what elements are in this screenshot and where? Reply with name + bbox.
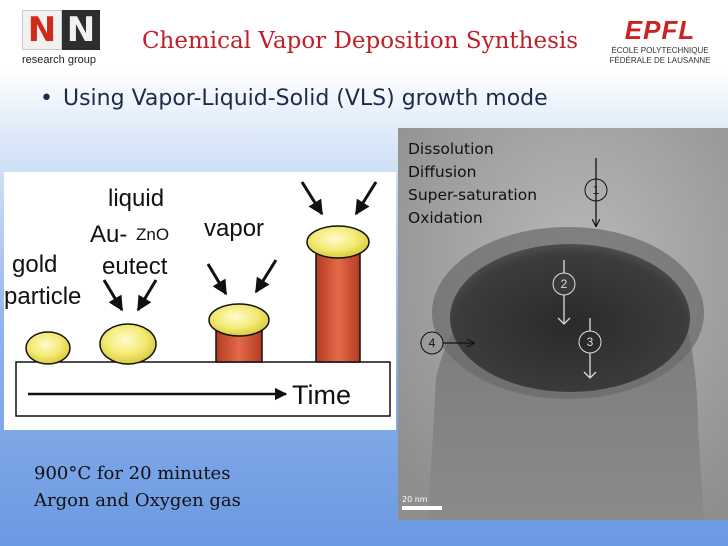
label-particle: particle xyxy=(4,283,81,310)
vapor-arrow-3 xyxy=(206,263,228,296)
marker-4: 4 xyxy=(429,336,436,350)
bullet-point: • Using Vapor-Liquid-Solid (VLS) growth m… xyxy=(40,86,548,111)
slide-title: Chemical Vapor Deposition Synthesis xyxy=(141,28,579,54)
label-au: Au- xyxy=(90,221,127,248)
eutectic-droplet xyxy=(99,323,157,365)
epfl-logo: EPFL ÉCOLE POLYTECHNIQUE FÉDÉRALE DE LAU… xyxy=(606,14,714,66)
label-eutect: eutect xyxy=(102,253,168,280)
vapor-arrow-1 xyxy=(102,279,124,312)
tem-svg: 20 nm 1 2 3 4 xyxy=(398,128,728,520)
tall-nanowire xyxy=(315,249,361,363)
label-zno: ZnO xyxy=(136,225,169,244)
condition-gas: Argon and Oxygen gas xyxy=(34,490,241,511)
step-oxidation: Oxidation xyxy=(408,209,483,227)
scale-bar xyxy=(402,506,442,510)
vapor-arrow-4 xyxy=(254,259,278,294)
condition-temperature-time: 900°C for 20 minutes xyxy=(34,463,231,484)
vls-schematic-svg: Time liquid Au- ZnO eutect vapor gold xyxy=(4,181,391,417)
bullet-marker: • xyxy=(40,86,53,111)
step-diffusion: Diffusion xyxy=(408,163,477,181)
marker-3: 3 xyxy=(587,335,594,349)
marker-1-circle xyxy=(584,178,608,202)
vapor-arrow-2 xyxy=(136,279,158,312)
vapor-arrow-5 xyxy=(300,181,324,216)
growth-conditions: 900°C for 20 minutes Argon and Oxygen ga… xyxy=(34,460,241,514)
vls-growth-schematic: Time liquid Au- ZnO eutect vapor gold xyxy=(4,172,396,430)
nn-logo-subtitle: research group xyxy=(22,54,96,66)
gold-particle xyxy=(25,331,71,365)
marker-3-circle xyxy=(578,330,602,354)
time-label: Time xyxy=(292,380,351,410)
marker-2-circle xyxy=(552,272,576,296)
droplet-on-tall-wire xyxy=(306,225,370,259)
substrate xyxy=(15,361,391,417)
vapor-arrow-6 xyxy=(354,181,378,216)
growth-steps-list: Dissolution Diffusion Super-saturation O… xyxy=(408,138,537,230)
label-gold: gold xyxy=(12,251,57,278)
label-liquid: liquid xyxy=(108,185,164,212)
step-super-saturation: Super-saturation xyxy=(408,186,538,204)
nn-research-group-logo: N N research group xyxy=(22,10,100,72)
marker-1: 1 xyxy=(593,183,600,197)
bullet-text: Using Vapor-Liquid-Solid (VLS) growth mo… xyxy=(62,86,548,111)
marker-4-circle xyxy=(420,331,444,355)
scale-bar-label: 20 nm xyxy=(402,495,428,504)
tem-micrograph: 20 nm 1 2 3 4 xyxy=(398,128,728,520)
step-dissolution: Dissolution xyxy=(408,140,494,158)
nn-logo-letter-2: N xyxy=(62,10,100,50)
epfl-logo-line-2: FÉDÉRALE DE LAUSANNE xyxy=(609,56,711,65)
nn-logo-letter-1: N xyxy=(22,10,62,50)
epfl-logo-line-1: ÉCOLE POLYTECHNIQUE xyxy=(611,46,709,55)
epfl-logo-mark: EPFL xyxy=(624,15,696,45)
droplet-on-short-wire xyxy=(208,303,270,337)
label-vapor: vapor xyxy=(204,215,264,242)
marker-2: 2 xyxy=(561,277,568,291)
